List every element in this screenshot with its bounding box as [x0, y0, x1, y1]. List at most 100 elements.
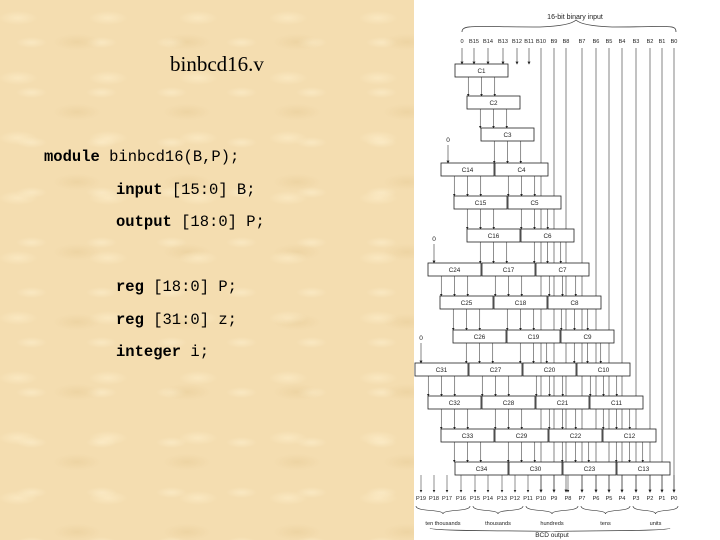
adder-cell-label: C25 [461, 300, 473, 307]
adder-cell [522, 362, 577, 377]
input-bit-label: B11 [524, 39, 534, 45]
adder-cell [548, 428, 603, 443]
adder-cell-label: C34 [476, 466, 488, 473]
group-label: ten thousands [425, 521, 460, 527]
input-bit-label: B2 [647, 39, 654, 45]
output-bit-label: P10 [536, 496, 546, 502]
input-bit-label: B12 [512, 39, 522, 45]
adder-cell-label: C32 [449, 400, 461, 407]
output-bit-label: P5 [606, 496, 613, 502]
adder-cell-label: C14 [462, 167, 474, 174]
adder-cell [520, 228, 575, 243]
group-brace [525, 505, 579, 515]
adder-cell [493, 295, 548, 310]
adder-cell-label: C6 [543, 233, 552, 240]
output-bit-label: P7 [579, 496, 586, 502]
output-bit-label: P19 [416, 496, 426, 502]
input-bit-label: B13 [498, 39, 508, 45]
code-text: i; [181, 343, 210, 361]
group-brace [632, 505, 679, 515]
adder-cell-label: C12 [624, 433, 636, 440]
output-bit-label: P4 [619, 496, 626, 502]
group-label: units [650, 521, 662, 527]
adder-cell-label: C21 [557, 400, 569, 407]
adder-cell-label: C1 [477, 68, 486, 75]
adder-cell [414, 362, 469, 377]
code-text: [31:0] z; [143, 311, 237, 329]
adder-cell [535, 395, 590, 410]
group-label: hundreds [540, 521, 564, 527]
code-keyword: input [116, 181, 163, 199]
input-bit-label: B10 [536, 39, 546, 45]
adder-cell-label: C27 [490, 367, 502, 374]
bottom-label: BCD output [535, 532, 569, 539]
adder-cell-label: C17 [503, 267, 515, 274]
code-line-module: module binbcd16(B,P); [44, 148, 239, 166]
code-line-output: output [18:0] P; [116, 213, 265, 231]
output-bit-label: P0 [671, 496, 678, 502]
input-bit-label: B5 [606, 39, 613, 45]
adder-cell-label: C2 [489, 100, 498, 107]
input-bit-label: B3 [633, 39, 640, 45]
adder-cell-label: C18 [515, 300, 527, 307]
code-keyword: reg [116, 311, 144, 329]
adder-cell-label: C28 [503, 400, 515, 407]
adder-cell [440, 162, 495, 177]
adder-cell-label: C13 [638, 466, 650, 473]
output-bit-label: P6 [593, 496, 600, 502]
output-bit-label: P13 [497, 496, 507, 502]
output-bit-label: P18 [429, 496, 439, 502]
adder-cell-label: C24 [449, 267, 461, 274]
adder-cell [480, 127, 535, 142]
zero-label: 0 [446, 137, 450, 144]
output-bit-label: P15 [470, 496, 480, 502]
code-line-reg-p: reg [18:0] P; [116, 278, 237, 296]
code-line-integer: integer i; [116, 343, 209, 361]
adder-cell-label: C33 [462, 433, 474, 440]
input-bit-label: B7 [579, 39, 586, 45]
adder-cell [466, 228, 521, 243]
adder-cell [562, 461, 617, 476]
code-line-reg-z: reg [31:0] z; [116, 311, 237, 329]
adder-cell [560, 329, 615, 344]
adder-cell-label: C11 [611, 400, 623, 407]
adder-cell [466, 95, 521, 110]
output-bit-label: P11 [523, 496, 533, 502]
group-brace [580, 505, 631, 515]
adder-cell [508, 461, 563, 476]
adder-cell-label: C31 [436, 367, 448, 374]
adder-cell-label: C30 [530, 466, 542, 473]
adder-cell [547, 295, 602, 310]
adder-cell-label: C22 [570, 433, 582, 440]
output-bit-label: P14 [483, 496, 493, 502]
code-text: [18:0] P; [143, 278, 237, 296]
output-bit-label: P2 [647, 496, 654, 502]
input-brace [461, 19, 677, 33]
adder-cell [440, 428, 495, 443]
code-text: binbcd16(B,P); [99, 148, 240, 166]
input-bit-label: B1 [659, 39, 666, 45]
code-keyword: reg [116, 278, 144, 296]
output-bit-label: P3 [633, 496, 640, 502]
adder-cell [494, 162, 549, 177]
adder-cell [454, 461, 509, 476]
output-bit-label: P9 [551, 496, 558, 502]
slide-title: binbcd16.v [170, 52, 264, 76]
adder-cell [452, 329, 507, 344]
zero-label: 0 [419, 335, 423, 342]
adder-cell [616, 461, 671, 476]
code-line-input: input [15:0] B; [116, 181, 256, 199]
adder-cell [507, 195, 562, 210]
input-bit-label: B0 [671, 39, 678, 45]
adder-cell [576, 362, 631, 377]
adder-cell-label: C19 [528, 334, 540, 341]
adder-cell [468, 362, 523, 377]
adder-cell [427, 395, 482, 410]
group-label: tens [600, 521, 611, 527]
adder-cell-label: C3 [503, 132, 512, 139]
group-brace [472, 505, 524, 515]
adder-cell [506, 329, 561, 344]
adder-cell [589, 395, 644, 410]
group-label: thousands [485, 521, 511, 527]
